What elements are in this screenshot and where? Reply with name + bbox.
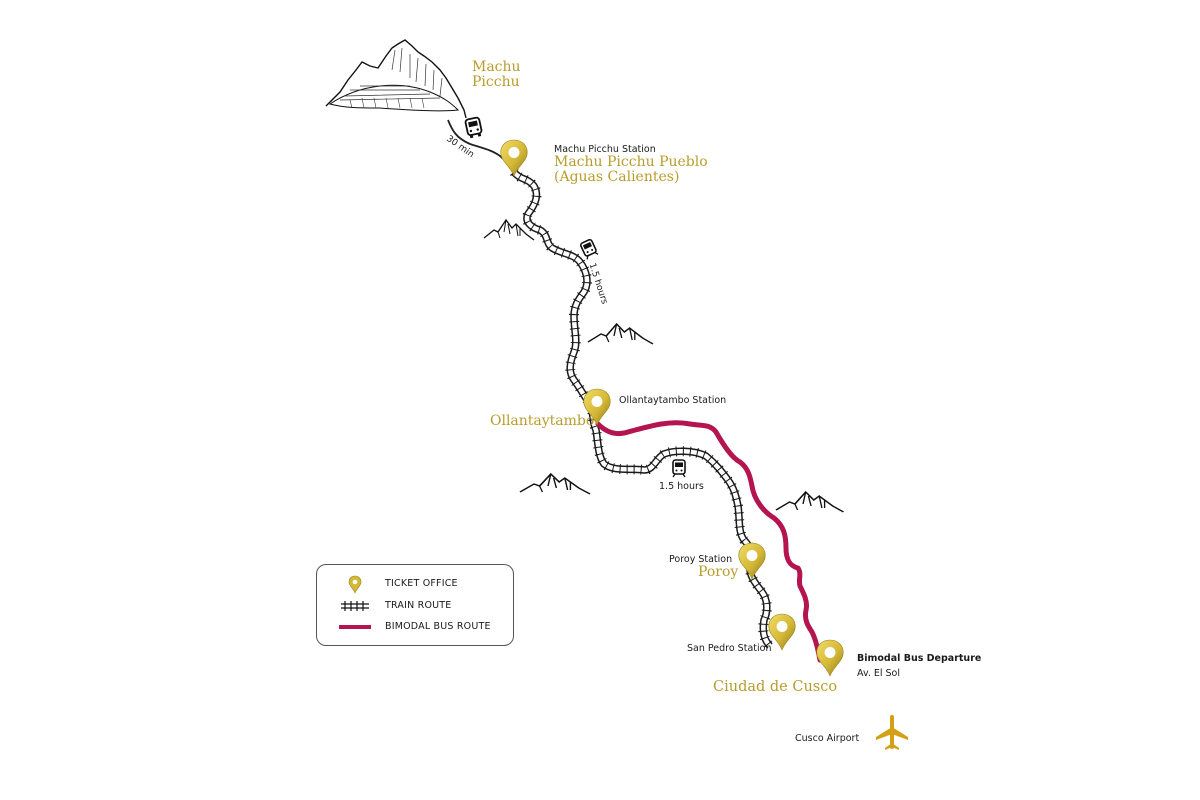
legend-label: TRAIN ROUTE (385, 600, 452, 611)
city-label-line: Machu Picchu Pueblo (554, 154, 708, 170)
airport-label: Cusco Airport (795, 733, 860, 744)
city-label-line: Machu (472, 59, 521, 75)
station-label-ollantaytambo: Ollantaytambo Station (619, 395, 727, 406)
legend-item-train-route: TRAIN ROUTE (317, 596, 513, 616)
mountain-icon (587, 323, 654, 345)
station-label-san-pedro: San Pedro Station (687, 643, 772, 654)
airplane-icon (876, 715, 908, 750)
city-label-poroy: Poroy (698, 564, 739, 580)
city-label-cusco: Ciudad de Cusco (713, 679, 838, 695)
legend-item-ticket-office: TICKET OFFICE (317, 574, 513, 594)
map-legend: TICKET OFFICE TRAIN ROUTE BIMODAL BUS RO… (316, 564, 514, 646)
city-label-line: Picchu (472, 74, 520, 90)
legend-item-bimodal-bus-route: BIMODAL BUS ROUTE (317, 617, 513, 637)
ticket-office-pin-machu-picchu-station[interactable] (500, 139, 528, 177)
station-label-machu-picchu: Machu Picchu Station (554, 144, 656, 155)
map-pin-icon (348, 575, 362, 594)
ticket-office-pin-poroy-station[interactable] (738, 542, 766, 580)
mountain-icon (775, 491, 845, 513)
bimodal-departure-subtitle: Av. El Sol (857, 668, 901, 679)
mountain-icon (519, 473, 591, 495)
bimodal-bus-route (595, 420, 823, 663)
bus-icon (464, 116, 483, 139)
legend-label: BIMODAL BUS ROUTE (385, 621, 491, 632)
city-label-machu-picchu: Machu Picchu (472, 60, 521, 90)
city-label-aguas-calientes: Machu Picchu Pueblo (Aguas Calientes) (554, 155, 708, 185)
train-icon (672, 459, 686, 478)
city-label-line: (Aguas Calientes) (554, 169, 680, 185)
ticket-office-pin-san-pedro-station[interactable] (768, 613, 796, 651)
bus-route-line-icon (339, 625, 371, 629)
machu-picchu-illustration (325, 39, 467, 119)
ticket-office-pin-bimodal-bus-departure[interactable] (816, 639, 844, 677)
duration-train-2: 1.5 hours (659, 481, 704, 492)
bimodal-departure-title: Bimodal Bus Departure (857, 653, 982, 664)
station-label-poroy: Poroy Station (669, 554, 733, 565)
train-icon (580, 238, 599, 260)
railway-track-icon (341, 601, 369, 611)
legend-label: TICKET OFFICE (385, 578, 458, 589)
city-label-ollantaytambo: Ollantaytambo (490, 413, 595, 429)
